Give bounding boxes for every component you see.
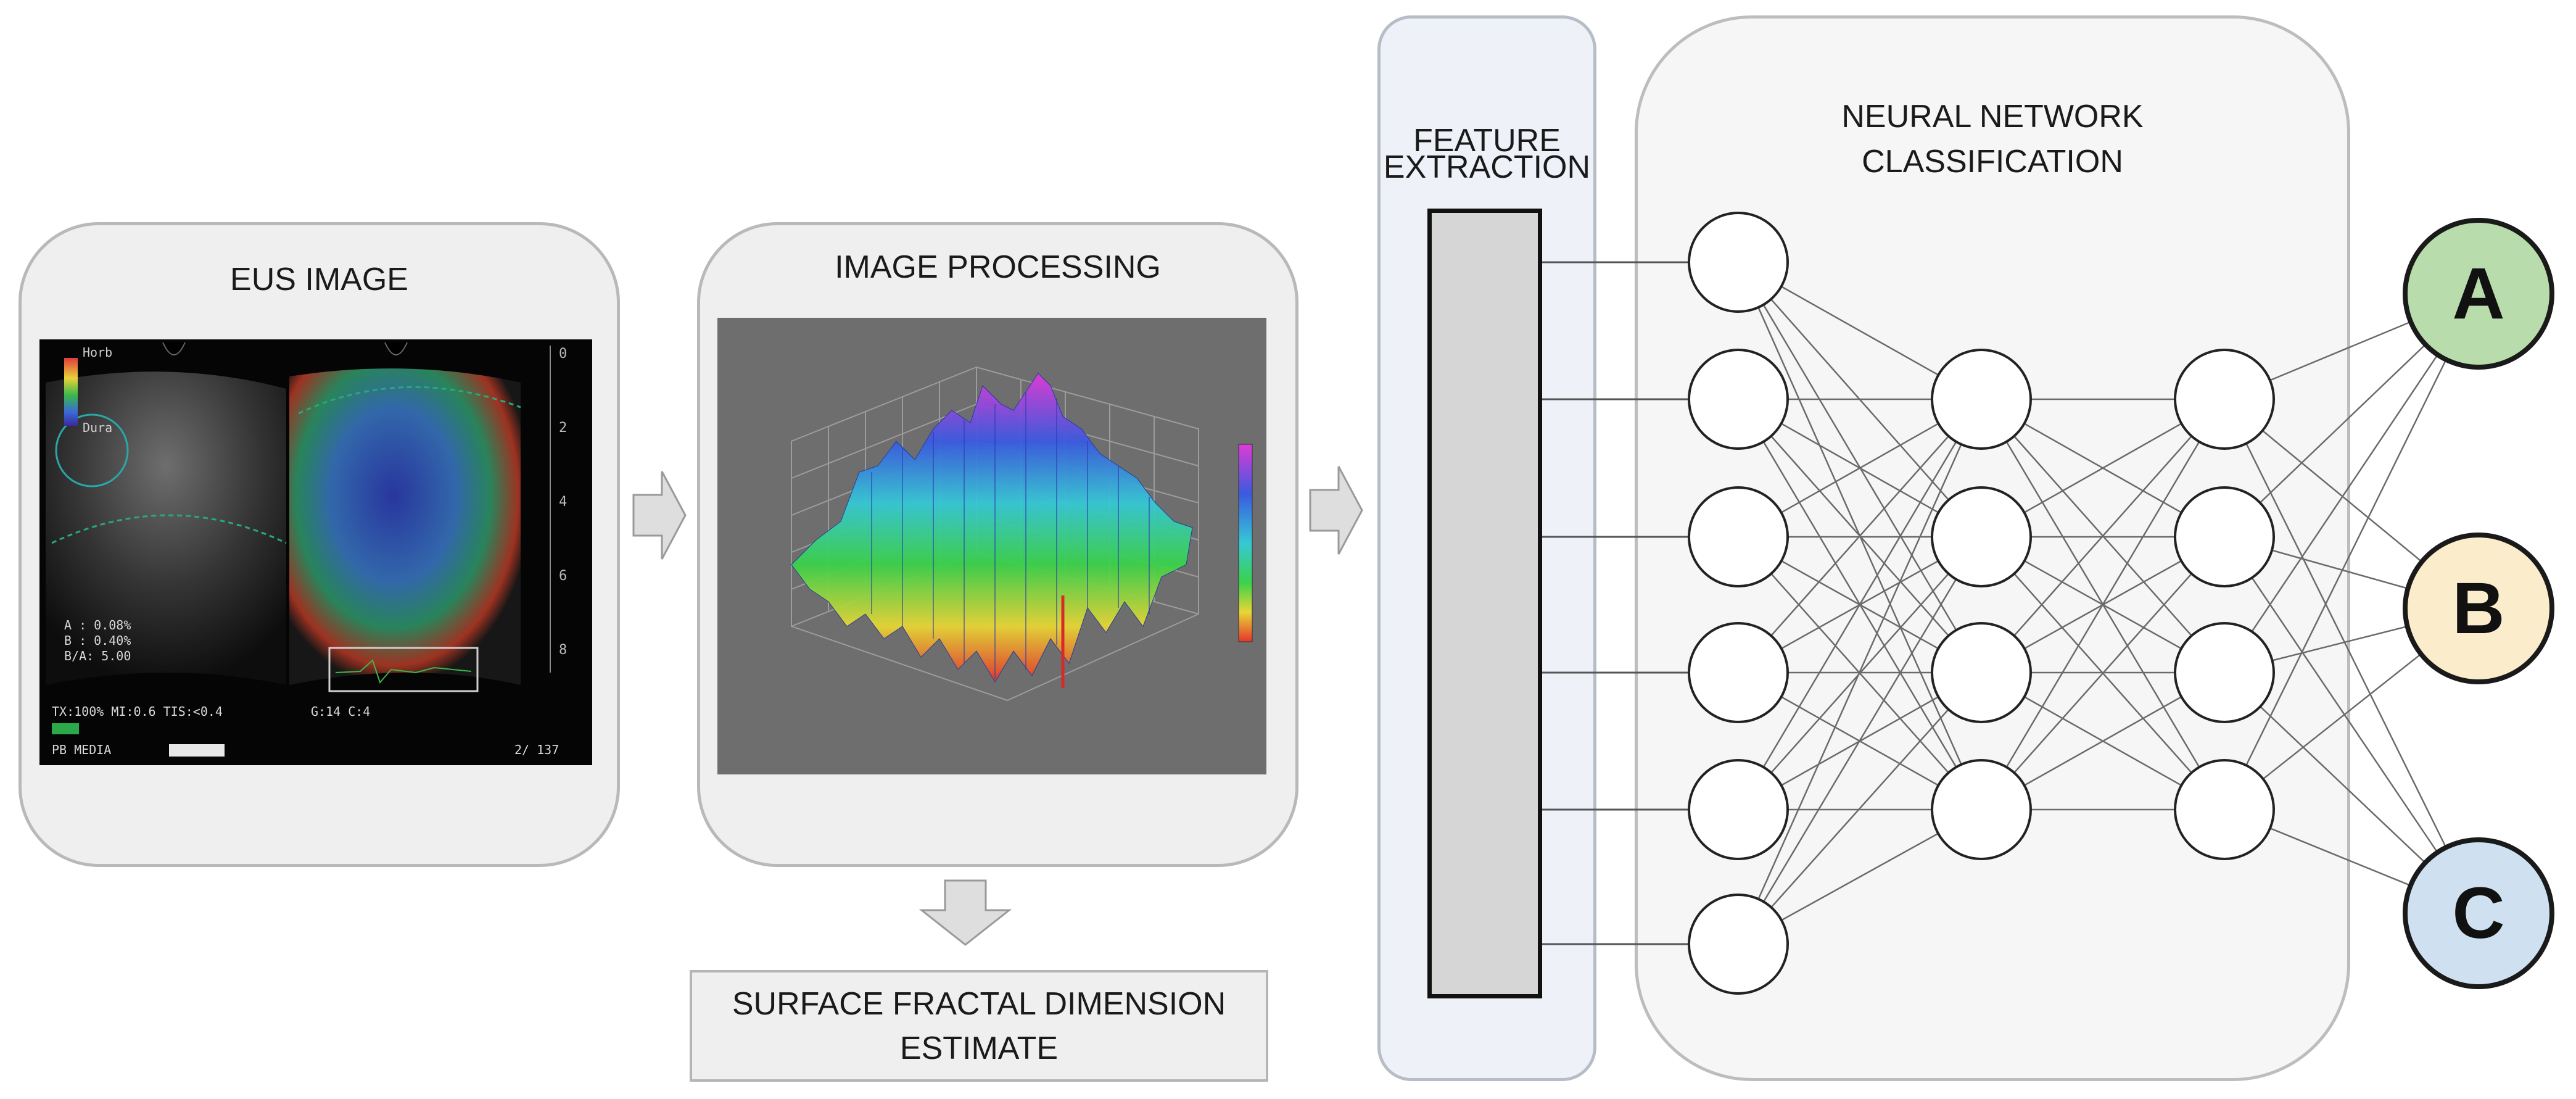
status-line: TX:100% MI:0.6 TIS:<0.4 (52, 704, 223, 719)
feature-extraction-title-1: FEATURE (1413, 123, 1561, 159)
neuron-node-l0-2 (1688, 486, 1789, 587)
flow-arrow-1 (632, 471, 687, 560)
legend-top-text: Horb (83, 345, 112, 360)
output-a-label: A (2452, 253, 2505, 334)
output-b-label: B (2452, 568, 2505, 649)
neuron-node-l1-2 (1931, 622, 2032, 723)
surface-plot-image (717, 318, 1266, 774)
feature-extraction-title-2: EXTRACTION (1383, 149, 1591, 185)
connection-l0-5-2 (1738, 672, 1982, 945)
neuron-node-l0-3 (1688, 622, 1789, 723)
neuron-node-l0-0 (1688, 212, 1789, 313)
neuron-node-l2-2 (2174, 622, 2275, 723)
readout-ba: B/A: 5.00 (64, 649, 131, 663)
output-c-label: C (2452, 873, 2505, 954)
depth-tick-0: 0 (559, 346, 567, 362)
estimate-line-1: SURFACE FRACTAL DIMENSION (732, 985, 1226, 1022)
connection-l0-3-0 (1738, 399, 1982, 673)
neuron-node-l0-4 (1688, 759, 1789, 860)
depth-tick-4: 4 (559, 494, 567, 510)
eus-image-title: EUS IMAGE (230, 262, 408, 297)
surface-fractal-dimension-box: SURFACE FRACTAL DIMENSION ESTIMATE (690, 970, 1268, 1082)
frame-counter: 2/ 137 (514, 742, 559, 757)
output-c: C (2403, 837, 2554, 989)
depth-tick-6: 6 (559, 568, 567, 584)
depth-tick-8: 8 (559, 642, 567, 658)
feature-vector-bar (1427, 209, 1542, 998)
neuron-node-l0-1 (1688, 349, 1789, 450)
connection-l1-2-0 (1981, 399, 2225, 673)
image-processing-title: IMAGE PROCESSING (835, 249, 1161, 285)
neuron-node-l1-1 (1931, 486, 2032, 587)
readout-b: B : 0.40% (64, 633, 131, 648)
flow-arrow-2 (1309, 466, 1363, 555)
eus-ultrasound-image: Horb Dura 0 2 4 6 8 A : 0.08% B : 0.40% … (39, 339, 592, 765)
neuron-node-l1-0 (1931, 349, 2032, 450)
output-connection-0-2 (2223, 399, 2480, 914)
neuron-node-l2-1 (2174, 486, 2275, 587)
legend-bottom-text: Dura (83, 420, 112, 435)
flow-arrow-down (919, 879, 1012, 946)
neuron-node-l0-5 (1688, 894, 1789, 995)
output-connection-3-0 (2223, 293, 2480, 810)
neuron-node-l2-3 (2174, 759, 2275, 860)
output-a: A (2403, 218, 2554, 370)
neuron-node-l2-0 (2174, 349, 2275, 450)
connection-l1-3-1 (1981, 536, 2225, 810)
estimate-line-2: ESTIMATE (899, 1030, 1059, 1066)
surface-plot-graphic (791, 366, 1253, 702)
depth-tick-2: 2 (559, 420, 567, 436)
gain-readout: G:14 C:4 (311, 704, 370, 719)
connection-l1-3-0 (1980, 399, 2226, 810)
connection-l0-5-1 (1737, 536, 1983, 945)
menu-text: PB MEDIA (52, 742, 111, 757)
output-b: B (2403, 533, 2554, 684)
readout-a: A : 0.08% (64, 618, 131, 632)
neural-network-title-2: CLASSIFICATION (1862, 144, 2123, 180)
eus-image-graphic: Horb Dura 0 2 4 6 8 A : 0.08% B : 0.40% … (46, 342, 567, 757)
connection-l0-4-0 (1737, 399, 1983, 810)
neural-network-title-1: NEURAL NETWORK (1841, 99, 2144, 135)
neuron-node-l1-3 (1931, 759, 2032, 860)
connection-l0-5-0 (1737, 399, 1983, 945)
